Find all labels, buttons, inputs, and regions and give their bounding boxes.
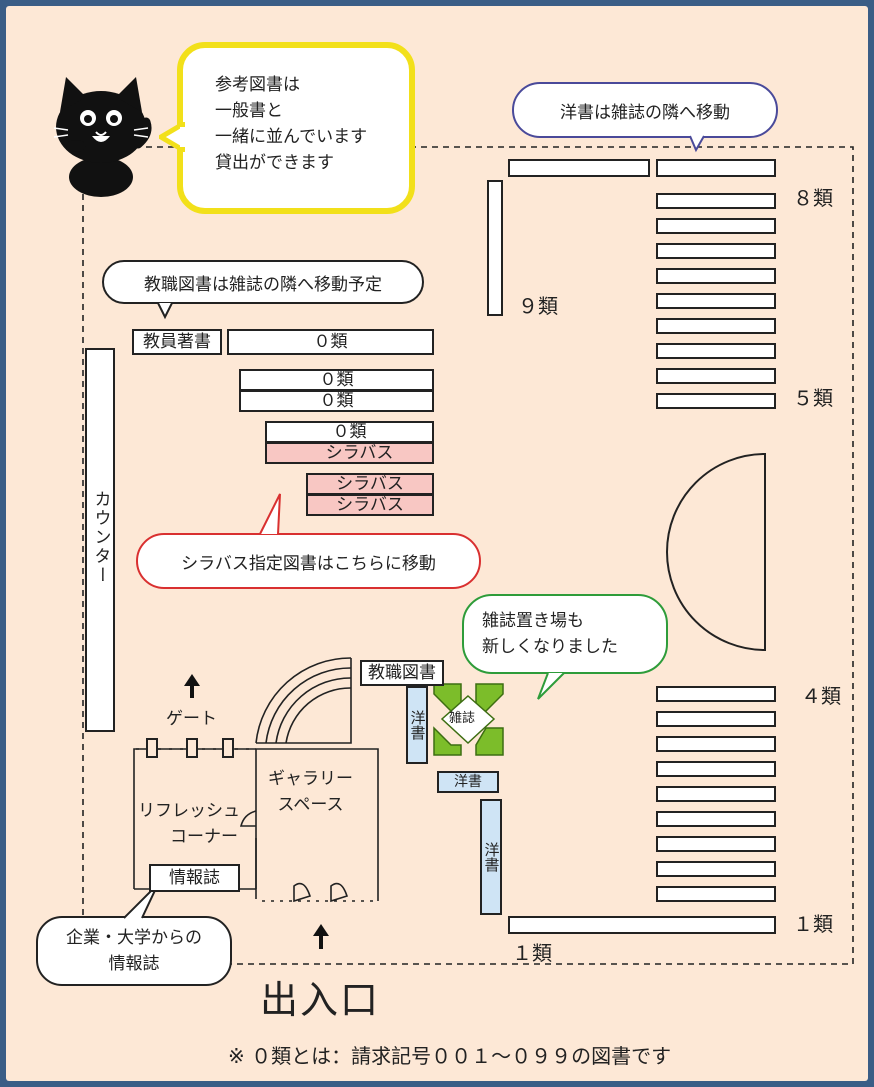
balloon-text: 洋書は雑誌の隣へ移動 bbox=[560, 102, 730, 123]
balloon-line: 企業・大学からの bbox=[66, 928, 202, 948]
balloon-line: 雑誌置き場も bbox=[482, 611, 584, 631]
stack-shelf bbox=[656, 861, 776, 877]
counter: カウンター bbox=[85, 348, 115, 732]
info-magazine-shelf: 情報誌 bbox=[149, 864, 240, 892]
refresh-line: リフレッシュ bbox=[138, 801, 240, 821]
class1-label-bottom: １類 bbox=[512, 941, 552, 965]
stack-shelf bbox=[656, 811, 776, 827]
foreign-shelf: 洋書 bbox=[480, 799, 502, 915]
foreign-shelf bbox=[656, 159, 776, 177]
gate-label: ゲート bbox=[166, 709, 217, 729]
balloon-tail bbox=[537, 672, 565, 700]
stack-shelf bbox=[656, 711, 776, 727]
gallery-line: ギャラリー bbox=[268, 769, 353, 789]
stack-shelf bbox=[656, 318, 776, 334]
magazine-label: 雑誌 bbox=[449, 711, 476, 726]
stack-shelf bbox=[656, 343, 776, 359]
stack-shelf bbox=[656, 268, 776, 284]
class9-shelf bbox=[487, 180, 503, 316]
foreign-books-balloon: 洋書は雑誌の隣へ移動 bbox=[512, 82, 778, 138]
class4-label: ４類 bbox=[801, 684, 841, 708]
balloon-tail bbox=[157, 302, 173, 320]
stack-shelf bbox=[656, 393, 776, 409]
balloon-line: 新しくなりました bbox=[482, 637, 618, 657]
foreign-label: 洋書 bbox=[408, 710, 427, 740]
balloon-line: 貸出ができます bbox=[215, 153, 334, 173]
foreign-label: 洋書 bbox=[482, 842, 501, 872]
gate-post bbox=[186, 738, 198, 758]
class0-shelf: ０類 bbox=[239, 390, 434, 412]
faculty-books-shelf: 教員著書 bbox=[132, 329, 222, 355]
stack-shelf bbox=[656, 218, 776, 234]
balloon-tail bbox=[159, 122, 185, 152]
entrance-label: 出入口 bbox=[260, 978, 381, 1022]
class0-shelf: ０類 bbox=[227, 329, 434, 355]
stack-shelf bbox=[656, 886, 776, 902]
class0-shelf: ０類 bbox=[239, 369, 434, 391]
class5-label: ５類 bbox=[793, 386, 833, 410]
class1-label: １類 bbox=[793, 912, 833, 936]
reference-books-balloon: 参考図書は 一般書と 一緒に並んでいます 貸出ができます bbox=[177, 42, 415, 214]
balloon-tail bbox=[689, 135, 705, 153]
stack-shelf bbox=[656, 836, 776, 852]
balloon-text: 教職図書は雑誌の隣へ移動予定 bbox=[144, 274, 382, 295]
class1-bottom-shelf bbox=[508, 916, 776, 934]
up-arrow-icon bbox=[184, 674, 200, 698]
balloon-line: 一般書と bbox=[215, 101, 283, 121]
balloon-line: 参考図書は bbox=[215, 75, 300, 95]
stack-shelf bbox=[656, 368, 776, 384]
gallery-label: ギャラリー スペース bbox=[268, 766, 353, 818]
teaching-books-shelf: 教職図書 bbox=[360, 660, 444, 686]
stack-shelf bbox=[656, 243, 776, 259]
floor-map: 参考図書は 一般書と 一緒に並んでいます 貸出ができます 洋書は雑誌の隣へ移動 … bbox=[6, 6, 868, 1081]
foreign-shelf: 洋書 bbox=[437, 771, 499, 793]
stack-shelf bbox=[656, 761, 776, 777]
gate-post bbox=[222, 738, 234, 758]
teaching-books-balloon: 教職図書は雑誌の隣へ移動予定 bbox=[102, 260, 424, 304]
black-cat-icon bbox=[53, 77, 152, 197]
refresh-line: コーナー bbox=[170, 827, 238, 847]
balloon-tail bbox=[259, 493, 281, 535]
stack-shelf bbox=[656, 293, 776, 309]
class8-label: ８類 bbox=[793, 186, 833, 210]
footnote: ※ ０類とは：請求記号００１～０９９の図書です bbox=[228, 1044, 672, 1068]
syllabus-balloon: シラバス指定図書はこちらに移動 bbox=[136, 533, 481, 589]
gate-post bbox=[146, 738, 158, 758]
syllabus-shelf: シラバス bbox=[306, 494, 434, 516]
floor-outline bbox=[82, 146, 854, 965]
syllabus-shelf: シラバス bbox=[265, 442, 434, 464]
balloon-line: 情報誌 bbox=[108, 954, 160, 974]
info-magazine-balloon: 企業・大学からの 情報誌 bbox=[36, 916, 232, 986]
stack-shelf bbox=[656, 736, 776, 752]
syllabus-shelf: シラバス bbox=[306, 473, 434, 495]
stack-shelf bbox=[656, 193, 776, 209]
stack-shelf bbox=[656, 786, 776, 802]
stack-shelf bbox=[656, 686, 776, 702]
counter-label: カウンター bbox=[90, 490, 111, 585]
balloon-line: 一緒に並んでいます bbox=[215, 127, 368, 147]
refresh-corner-label: リフレッシュ コーナー bbox=[138, 798, 240, 850]
class9-label: ９類 bbox=[518, 294, 558, 318]
magazine-balloon: 雑誌置き場も 新しくなりました bbox=[462, 594, 668, 674]
gallery-line: スペース bbox=[277, 795, 344, 815]
balloon-text: シラバス指定図書はこちらに移動 bbox=[181, 553, 436, 574]
class0-shelf: ０類 bbox=[265, 421, 434, 443]
up-arrow-icon bbox=[313, 924, 329, 949]
foreign-shelf: 洋書 bbox=[406, 686, 428, 764]
foreign-shelf bbox=[508, 159, 650, 177]
